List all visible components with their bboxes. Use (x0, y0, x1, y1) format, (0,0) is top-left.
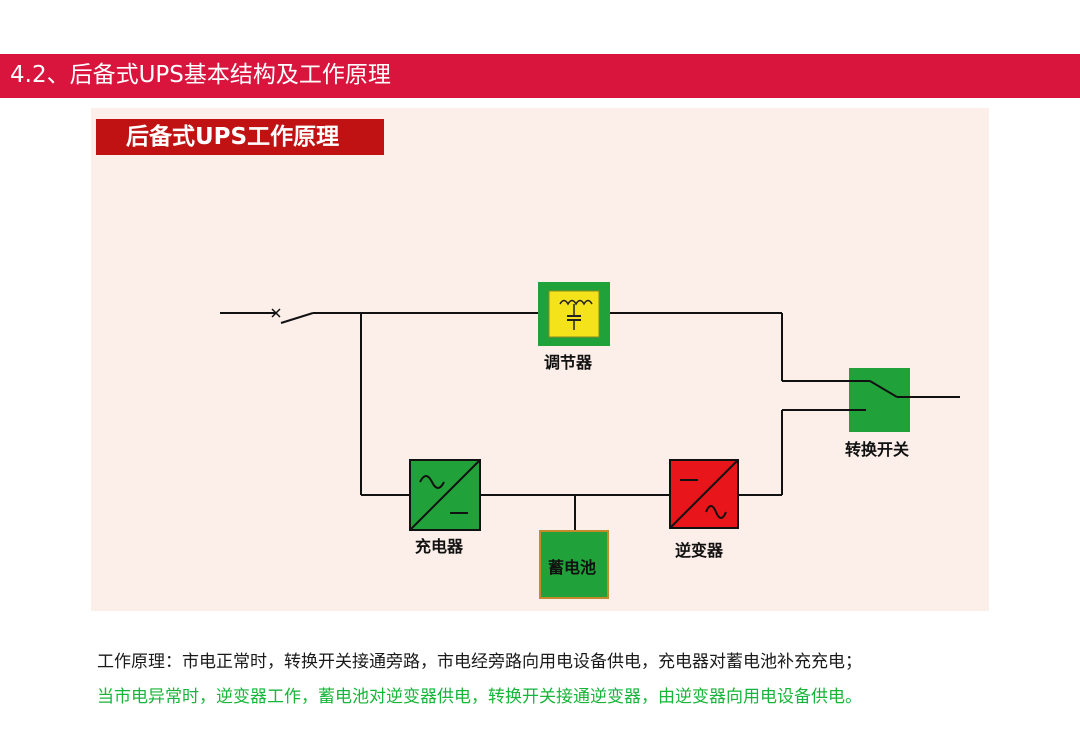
diagram-panel (91, 108, 989, 611)
panel-title: 后备式UPS工作原理 (126, 124, 340, 150)
transfer-switch-label: 转换开关 (845, 440, 910, 459)
battery-block (539, 530, 609, 599)
charger-label: 充电器 (415, 537, 464, 556)
breaker-blade (280, 312, 314, 324)
charger-block (409, 459, 481, 531)
description-line-1: 工作原理：市电正常时，转换开关接通旁路，市电经旁路向用电设备供电，充电器对蓄电池… (97, 652, 862, 672)
header-bar: 4.2、后备式UPS基本结构及工作原理 (0, 54, 1080, 98)
page-title: 4.2、后备式UPS基本结构及工作原理 (10, 62, 391, 88)
breaker-x2 (271, 308, 281, 318)
regulator-block (538, 282, 610, 346)
battery-label: 蓄电池 (548, 558, 597, 577)
transfer-switch-block (849, 368, 910, 432)
regulator-label: 调节器 (544, 353, 593, 372)
inverter-block (669, 459, 739, 529)
inverter-label: 逆变器 (675, 541, 724, 560)
description-line-2: 当市电异常时，逆变器工作，蓄电池对逆变器供电，转换开关接通逆变器，由逆变器向用电… (97, 687, 862, 707)
panel-title-box: 后备式UPS工作原理 (96, 119, 384, 155)
